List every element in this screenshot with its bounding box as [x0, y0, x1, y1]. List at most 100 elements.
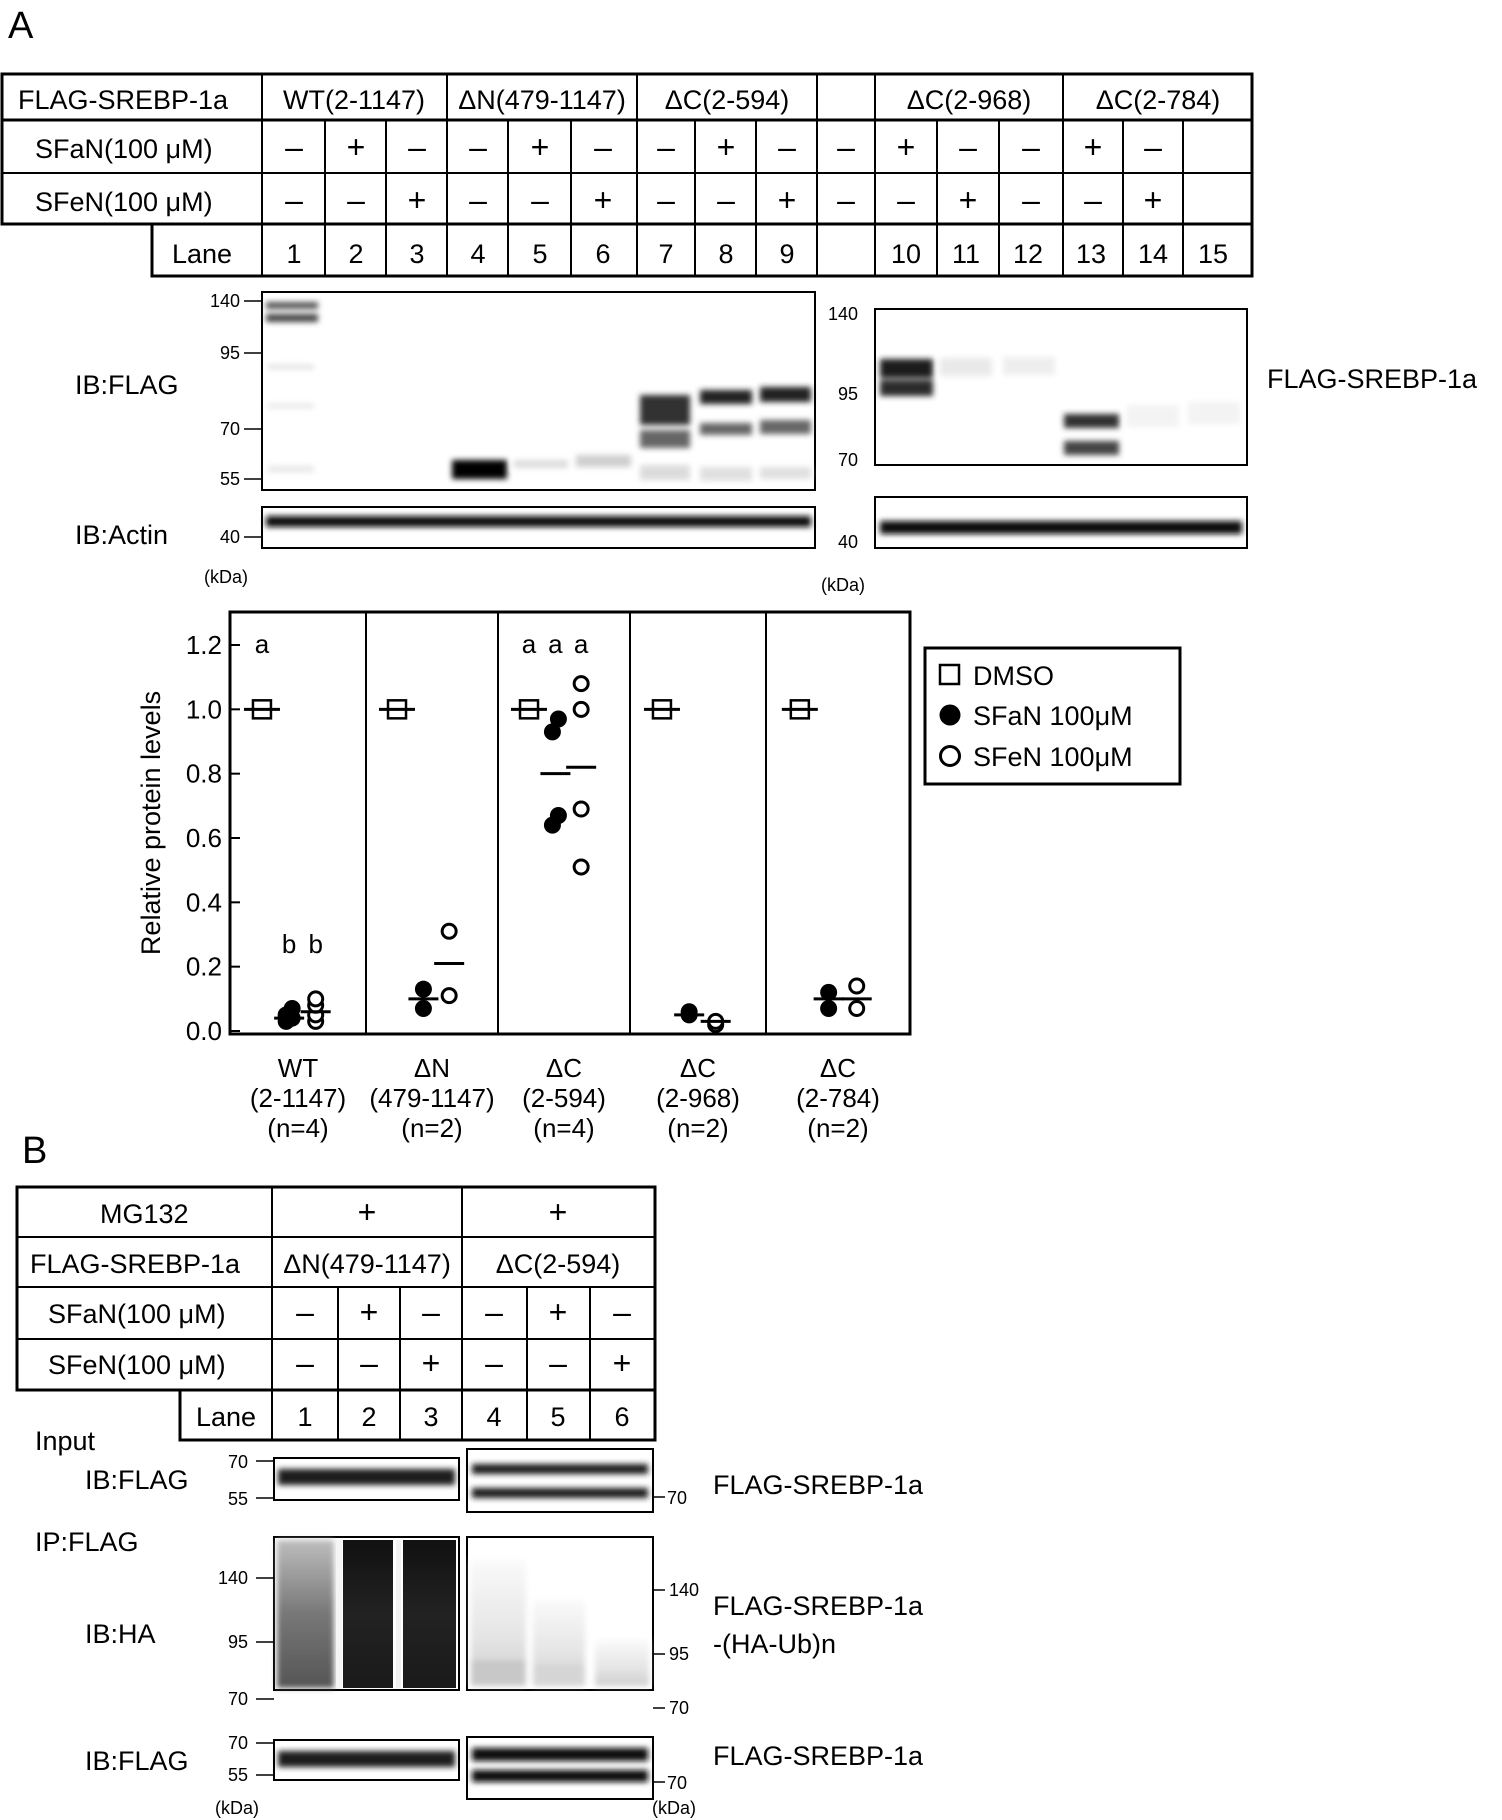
- a-lane-cell: 9: [779, 239, 794, 269]
- y-tick-label: 1.0: [186, 694, 222, 724]
- sfen-point: [572, 675, 590, 693]
- a-flag-blot-right: [874, 308, 1248, 466]
- significance-letter: a: [574, 629, 589, 659]
- a-lane-cell: 5: [532, 239, 547, 269]
- x-axis-labels: WT(2-1147)(n=4)ΔN(479-1147)(n=2)ΔC(2-594…: [250, 1053, 880, 1143]
- panel-b-label: B: [22, 1130, 47, 1172]
- a-ib-flag-label: IB:FLAG: [75, 370, 179, 400]
- b-lane-cell: 4: [486, 1402, 501, 1432]
- a-sfen-cell: –: [1022, 182, 1040, 218]
- sfen-point: [440, 987, 458, 1005]
- b-sfen-row: ––+––+: [296, 1345, 631, 1381]
- a-lane-cell: 6: [595, 239, 610, 269]
- b-ha-right-marker-70: 70: [669, 1698, 689, 1718]
- a-sfan-cell: +: [531, 129, 550, 165]
- sfan-point: [549, 710, 567, 728]
- panel-a-chart: Relative protein levels 0.00.20.40.60.81…: [136, 610, 1182, 1143]
- panel-a-label: A: [8, 5, 34, 47]
- b-lane-cell: 2: [361, 1402, 376, 1432]
- significance-letter: a: [522, 629, 537, 659]
- a-sfen-cell: –: [717, 182, 735, 218]
- a-construct-dn: ΔN(479-1147): [458, 85, 626, 115]
- sfen-point: [848, 977, 866, 995]
- chart-legend: DMSO SFaN 100μM SFeN 100μM: [923, 646, 1182, 786]
- sfen-point: [848, 999, 866, 1017]
- significance-letter: a: [255, 629, 270, 659]
- b-input-ib-flag-label: IB:FLAG: [85, 1465, 189, 1495]
- a-lane-cell: 11: [952, 239, 980, 269]
- b-ib-ha-label: IB:HA: [85, 1619, 156, 1649]
- b-ha-marker-95: 95: [228, 1632, 248, 1652]
- panel-a-blots: IB:FLAG IB:Actin FLAG-SREBP-1a 140: [75, 291, 1478, 595]
- a-sfen-cell: –: [657, 182, 675, 218]
- sfan-point: [543, 723, 561, 741]
- legend-sfan-symbol: [939, 704, 961, 726]
- a-sfan-cell: –: [594, 129, 612, 165]
- a-sfen-cell: +: [1144, 182, 1163, 218]
- legend-box: [923, 646, 1182, 786]
- a-sfen-row: ––+––+––+––+––+: [285, 182, 1162, 218]
- sfen-point: [572, 700, 590, 718]
- x-group-label: ΔC: [820, 1053, 856, 1083]
- x-group-label: (479-1147): [369, 1083, 494, 1113]
- b-ip-flag-label: IP:FLAG: [35, 1527, 139, 1557]
- sfan-point: [414, 999, 432, 1017]
- panel-a-treatment-table: FLAG-SREBP-1a WT(2-1147) ΔN(479-1147) ΔC…: [0, 72, 1254, 278]
- a-lane-cell: 13: [1076, 239, 1106, 269]
- a-flag-left-bands: [266, 302, 811, 481]
- a-sfen-cell: +: [408, 182, 427, 218]
- y-tick-label: 0.4: [186, 887, 222, 917]
- b-ub-label-2: -(HA-Ub)n: [713, 1629, 836, 1659]
- a-sfan-cell: +: [897, 129, 916, 165]
- b-sfen-cell: –: [485, 1345, 503, 1381]
- sfan-point: [820, 983, 838, 1001]
- a-flag-right-bands: [880, 357, 1240, 455]
- b-construct-dc: ΔC(2-594): [496, 1249, 621, 1279]
- a-lane-cell: 7: [658, 239, 673, 269]
- b-ipflag-marker-70: 70: [228, 1733, 248, 1753]
- a-sfan-cell: –: [837, 129, 855, 165]
- b-sfan-cell: +: [360, 1294, 379, 1330]
- y-tick-label: 1.2: [186, 630, 222, 660]
- b-input-marker-55: 55: [228, 1489, 248, 1509]
- a-sfan-cell: –: [408, 129, 426, 165]
- y-tick-label: 0.2: [186, 952, 222, 982]
- x-group-label: (n=2): [807, 1113, 868, 1143]
- b-sfen-label: SFeN(100 μM): [48, 1350, 226, 1380]
- a-lane-cell: 1: [286, 239, 301, 269]
- panel-b-blots: Input IB:FLAG IP:FLAG IB:HA IB:FLAG FLAG…: [35, 1426, 924, 1818]
- b-sfan-cell: –: [613, 1294, 631, 1330]
- legend-sfan: SFaN 100μM: [973, 701, 1133, 731]
- a-construct-dc594: ΔC(2-594): [665, 85, 790, 115]
- sfen-point: [440, 922, 458, 940]
- significance-letter: b: [282, 929, 296, 959]
- b-lane-cell: 1: [297, 1402, 312, 1432]
- b-sfan-label: SFaN(100 μM): [48, 1299, 226, 1329]
- b-lane-cell: 6: [614, 1402, 629, 1432]
- a-sfan-cell: +: [717, 129, 736, 165]
- legend-sfen-symbol: [939, 745, 961, 767]
- a-construct-header: FLAG-SREBP-1a: [18, 85, 229, 115]
- x-group-label: (2-594): [522, 1083, 606, 1113]
- sfen-point: [572, 800, 590, 818]
- a-right-marker-95: 95: [838, 384, 858, 404]
- x-group-label: (2-784): [796, 1083, 880, 1113]
- a-sfan-cell: +: [1084, 129, 1103, 165]
- a-right-marker-40: 40: [838, 532, 858, 552]
- b-sfan-cell: +: [549, 1294, 568, 1330]
- y-axis: 0.00.20.40.60.81.01.2: [186, 630, 240, 1046]
- sfen-point: [572, 858, 590, 876]
- x-group-label: (2-968): [656, 1083, 740, 1113]
- a-sfan-row: –+––+––+––+––+–: [285, 129, 1162, 165]
- b-lane-label: Lane: [196, 1402, 256, 1432]
- a-sfen-cell: –: [469, 182, 487, 218]
- a-construct-dc968: ΔC(2-968): [907, 85, 1032, 115]
- a-sfen-cell: –: [837, 182, 855, 218]
- x-group-label: (n=2): [401, 1113, 462, 1143]
- b-sfan-cell: –: [422, 1294, 440, 1330]
- chart-ylabel: Relative protein levels: [136, 691, 166, 955]
- b-kda-left: (kDa): [215, 1798, 259, 1818]
- x-group-label: ΔC: [680, 1053, 716, 1083]
